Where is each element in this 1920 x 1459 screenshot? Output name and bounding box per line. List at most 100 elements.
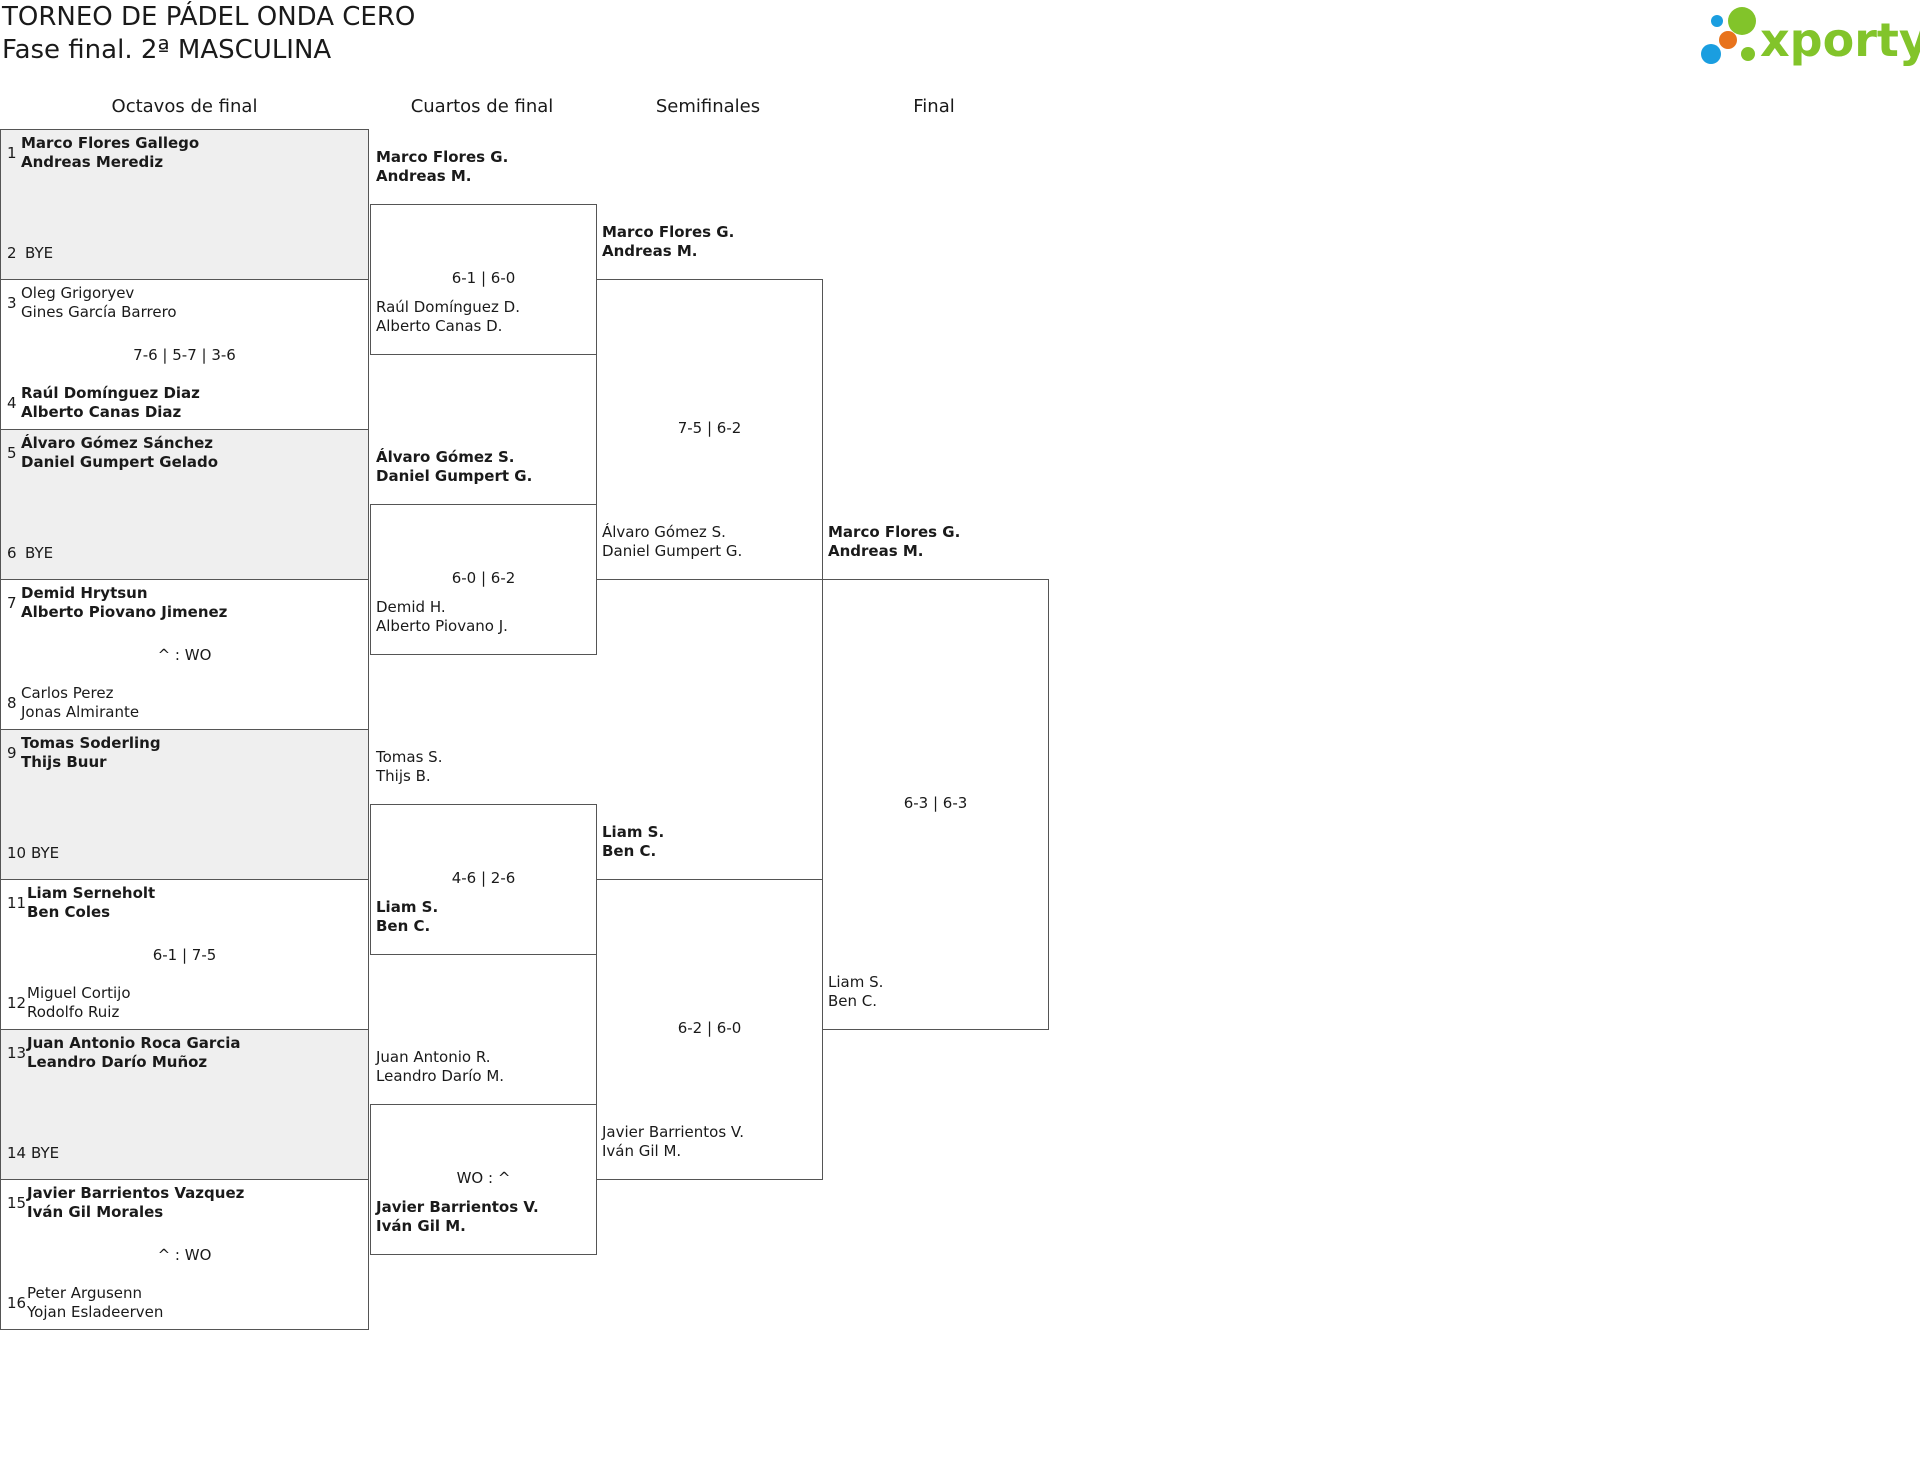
seed-number: 3: [7, 294, 17, 312]
team-player: Liam Serneholt: [27, 884, 156, 902]
seed-number: 11: [7, 894, 27, 912]
seed-number: 5: [7, 444, 17, 462]
logo-dot-green-small: [1741, 47, 1755, 61]
team-player: Jonas Almirante: [21, 703, 140, 721]
team-player: Alberto Canas Diaz: [21, 403, 182, 421]
team-player: Demid Hrytsun: [21, 584, 148, 602]
team-player: Javier Barrientos Vazquez: [27, 1184, 245, 1202]
team-player: Ben C.: [376, 917, 431, 935]
round-header-octavos: Octavos de final: [111, 96, 258, 117]
match-score: ^ : WO: [157, 646, 212, 664]
team-player: Thijs Buur: [21, 753, 107, 771]
logo-text: xporty: [1760, 13, 1920, 67]
team-player: Raúl Domínguez Diaz: [21, 384, 200, 402]
team-player: Álvaro Gómez S.: [376, 448, 515, 466]
seed-number: 4: [7, 394, 17, 412]
team-player: Liam S.: [376, 898, 439, 916]
team-player: Andreas M.: [376, 167, 472, 185]
team-player: Rodolfo Ruiz: [27, 1003, 120, 1021]
team-player: Tomas S.: [376, 748, 443, 766]
team-player: Leandro Darío M.: [376, 1067, 505, 1085]
team-player: Iván Gil Morales: [27, 1203, 164, 1221]
seed-number: 16: [7, 1294, 27, 1312]
round-header-cuartos: Cuartos de final: [410, 96, 554, 117]
team-player: Peter Argusenn: [27, 1284, 143, 1302]
team-player: BYE: [31, 1144, 60, 1162]
team-player: Marco Flores G.: [376, 148, 509, 166]
round-header-final: Final: [913, 96, 955, 117]
team-player: Javier Barrientos V.: [602, 1123, 745, 1141]
team-player: Álvaro Gómez S.: [602, 523, 726, 541]
seed-number: 15: [7, 1194, 27, 1212]
team-player: Demid H.: [376, 598, 446, 616]
team-player: Thijs B.: [376, 767, 431, 785]
team-player: Marco Flores G.: [602, 223, 735, 241]
team-player: Oleg Grigoryev: [21, 284, 135, 302]
team-player: Tomas Soderling: [21, 734, 161, 752]
match-score: 7-6 | 5-7 | 3-6: [133, 346, 236, 364]
seed-number: 8: [7, 694, 17, 712]
team-player: Daniel Gumpert Gelado: [21, 453, 219, 471]
logo-dot-green: [1728, 7, 1756, 35]
team-player: Álvaro Gómez Sánchez: [21, 434, 214, 452]
team-player: Daniel Gumpert G.: [602, 542, 743, 560]
team-player: Ben C.: [602, 842, 657, 860]
match-score: 6-0 | 6-2: [451, 569, 516, 587]
seed-number: 10: [7, 844, 27, 862]
team-player: Juan Antonio Roca Garcia: [27, 1034, 241, 1052]
seed-number: 2: [7, 244, 17, 262]
team-player: BYE: [25, 244, 54, 262]
team-player: Miguel Cortijo: [27, 984, 131, 1002]
team-player: Raúl Domínguez D.: [376, 298, 520, 316]
logo-dot-blue-small: [1711, 15, 1723, 27]
match-score: WO : ^: [456, 1169, 511, 1187]
team-player: Yojan Esladeerven: [27, 1303, 164, 1321]
team-player: Andreas Merediz: [21, 153, 164, 171]
logo-dot-blue: [1701, 44, 1721, 64]
match-score: 6-1 | 6-0: [451, 269, 516, 287]
logo-dot-orange: [1719, 31, 1737, 49]
team-player: Ben Coles: [27, 903, 111, 921]
team-player: Alberto Canas D.: [376, 317, 503, 335]
seed-number: 14: [7, 1144, 27, 1162]
team-player: Marco Flores G.: [828, 523, 961, 541]
team-player: Javier Barrientos V.: [376, 1198, 539, 1216]
team-player: Carlos Perez: [21, 684, 114, 702]
match-score: 4-6 | 2-6: [451, 869, 516, 887]
team-player: Marco Flores Gallego: [21, 134, 200, 152]
match-bracket: [822, 579, 1049, 1030]
seed-number: 7: [7, 594, 17, 612]
seed-number: 6: [7, 544, 17, 562]
team-player: Iván Gil M.: [602, 1142, 682, 1160]
team-player: Ben C.: [828, 992, 878, 1010]
xporty-logo: xporty: [1701, 7, 1920, 67]
team-player: Alberto Piovano Jimenez: [21, 603, 228, 621]
team-player: Alberto Piovano J.: [376, 617, 508, 635]
page-subtitle: Fase final. 2ª MASCULINA: [2, 35, 332, 65]
team-player: Andreas M.: [602, 242, 698, 260]
match-score: 6-3 | 6-3: [903, 794, 968, 812]
match-bracket: [596, 279, 823, 580]
seed-number: 9: [7, 744, 17, 762]
round-header-semifinales: Semifinales: [655, 96, 761, 117]
team-player: Gines García Barrero: [21, 303, 177, 321]
team-player: Juan Antonio R.: [376, 1048, 491, 1066]
team-player: Liam S.: [828, 973, 884, 991]
team-player: Daniel Gumpert G.: [376, 467, 533, 485]
match-score: 6-2 | 6-0: [677, 1019, 742, 1037]
team-player: BYE: [31, 844, 60, 862]
page-title: TORNEO DE PÁDEL ONDA CERO: [2, 2, 416, 32]
seed-number: 1: [7, 144, 17, 162]
team-player: BYE: [25, 544, 54, 562]
match-score: ^ : WO: [157, 1246, 212, 1264]
match-score: 7-5 | 6-2: [677, 419, 742, 437]
team-player: Andreas M.: [828, 542, 924, 560]
team-player: Liam S.: [602, 823, 665, 841]
